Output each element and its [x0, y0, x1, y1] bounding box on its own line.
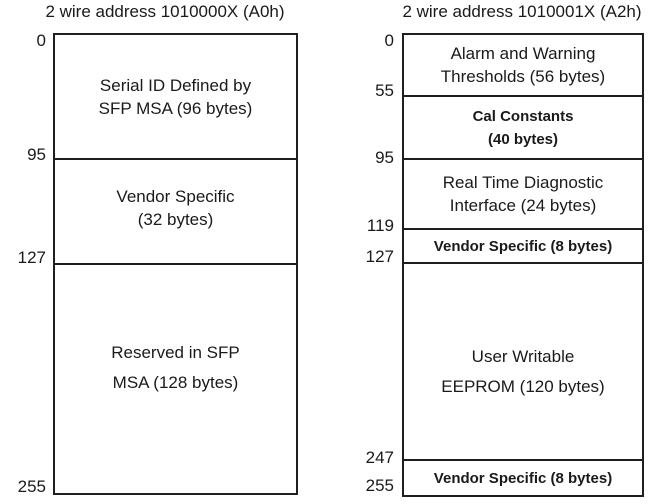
section-label-line: (40 bytes) [487, 130, 559, 148]
memory-section-real-time-diagnostic: Real Time Diagnostic Interface (24 bytes… [404, 158, 642, 228]
memory-section-reserved: Reserved in SFP MSA (128 bytes) [55, 263, 296, 493]
section-label-line: Vendor Specific (8 bytes) [433, 469, 613, 487]
address-mark-119: 119 [366, 216, 394, 235]
diagram-title-a2h: 2 wire address 1010001X (A2h) [402, 2, 642, 21]
memory-section-vendor-specific-lower: Vendor Specific (8 bytes) [404, 459, 642, 495]
section-label-line: Vendor Specific [116, 186, 235, 206]
section-label-line: Real Time Diagnostic [442, 173, 604, 192]
address-mark-95: 95 [27, 145, 46, 164]
address-mark-247: 247 [365, 448, 394, 467]
diagram-title-a0h: 2 wire address 1010000X (A0h) [45, 2, 285, 21]
address-mark-255: 255 [365, 476, 394, 495]
section-label-line: MSA (128 bytes) [112, 373, 239, 392]
memory-section-alarm-warning: Alarm and Warning Thresholds (56 bytes) [404, 35, 642, 95]
section-label-line: User Writable [471, 346, 575, 366]
section-label-line: Vendor Specific (8 bytes) [433, 237, 613, 255]
section-label-line: EEPROM (120 bytes) [441, 376, 605, 396]
memory-section-user-writable-eeprom: User Writable EEPROM (120 bytes) [404, 262, 642, 459]
memory-section-cal-constants: Cal Constants (40 bytes) [404, 95, 642, 158]
section-label-line: Alarm and Warning [450, 44, 596, 63]
address-mark-55: 55 [375, 81, 394, 100]
memory-map-box-a0h: Serial ID Defined by SFP MSA (96 bytes) … [53, 33, 298, 495]
memory-map-box-a2h: Alarm and Warning Thresholds (56 bytes) … [402, 33, 644, 497]
address-mark-127: 127 [365, 247, 394, 266]
section-label-line: Thresholds (56 bytes) [440, 67, 606, 86]
memory-section-vendor-specific: Vendor Specific (32 bytes) [55, 158, 296, 263]
section-label-line: (32 bytes) [137, 209, 214, 229]
memory-section-vendor-specific-upper: Vendor Specific (8 bytes) [404, 228, 642, 262]
section-label-line: Reserved in SFP [111, 343, 240, 362]
section-label-line: SFP MSA (96 bytes) [98, 98, 253, 118]
address-mark-0: 0 [36, 31, 46, 50]
section-label-line: Interface (24 bytes) [449, 196, 597, 215]
address-mark-95: 95 [375, 148, 394, 167]
section-label-line: Serial ID Defined by [99, 75, 252, 95]
address-mark-0: 0 [384, 31, 394, 50]
address-mark-255: 255 [17, 477, 46, 496]
address-mark-127: 127 [17, 248, 46, 267]
section-label-line: Cal Constants [472, 107, 574, 125]
memory-section-serial-id: Serial ID Defined by SFP MSA (96 bytes) [55, 35, 296, 158]
